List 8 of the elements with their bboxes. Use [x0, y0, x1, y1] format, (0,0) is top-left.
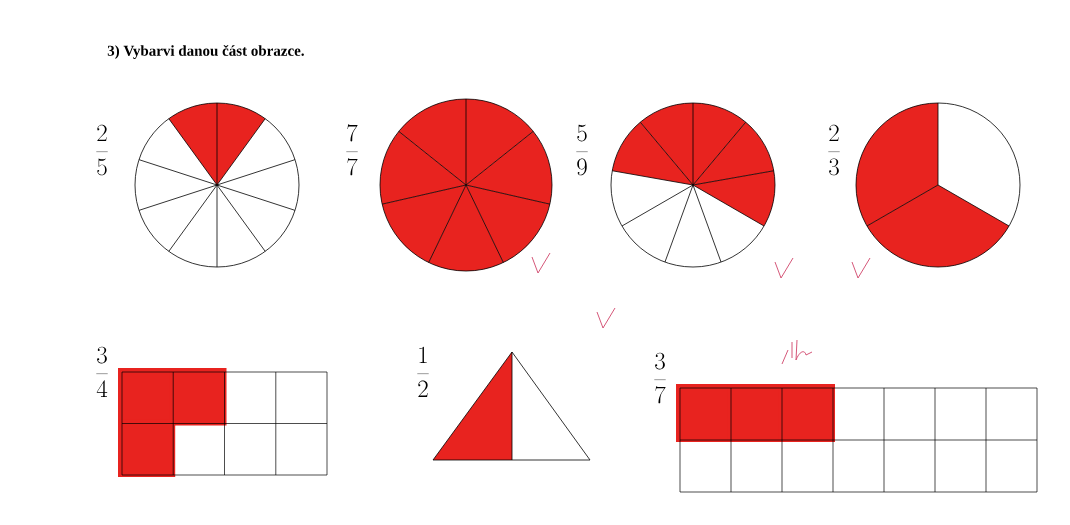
fraction: $\frac{7}{7}$	[346, 124, 358, 176]
title: 3) Vybarvi danou část obrazce.	[107, 45, 304, 59]
fraction: $\frac{2}{5}$	[96, 124, 108, 176]
fraction: $\frac{3}{4}$	[96, 346, 108, 397]
fraction: $\frac{1}{2}$	[417, 346, 429, 397]
fraction: $\frac{2}{3}$	[828, 124, 840, 176]
fraction: $\frac{5}{9}$	[576, 124, 588, 176]
fraction: $\frac{3}{7}$	[654, 352, 666, 404]
